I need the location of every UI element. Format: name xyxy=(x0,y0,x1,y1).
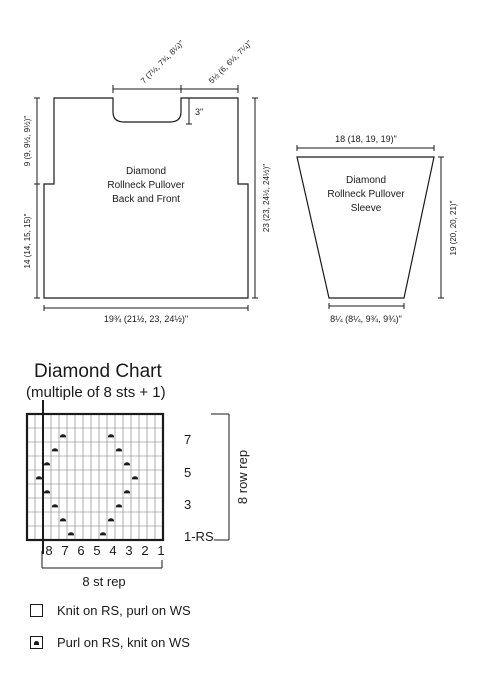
body-piece-name-line3: Back and Front xyxy=(112,194,180,205)
purl-stitch-mark xyxy=(107,434,115,438)
sleeve-top-label: 18 (18, 19, 19)" xyxy=(335,134,397,144)
body-width-label: 19¾ (21½, 23, 24½)" xyxy=(104,314,188,324)
purl-stitch-mark xyxy=(115,448,123,452)
purl-stitch-mark xyxy=(51,504,59,508)
stitch-number-label: 4 xyxy=(109,543,116,558)
body-piece-outline xyxy=(43,97,249,299)
sleeve-name-line2: Rollneck Pullover xyxy=(327,189,405,200)
sleeve-cuff-label: 8¼ (8¼, 9¾, 9¾)" xyxy=(330,314,402,324)
row-label-7: 7 xyxy=(184,432,191,447)
purl-stitch-mark xyxy=(59,518,67,522)
row-label-3: 3 xyxy=(184,497,191,512)
purl-stitch-mark xyxy=(99,532,107,536)
purl-stitch-mark xyxy=(123,490,131,494)
total-length-dimension: 23 (23, 24½, 24½)" xyxy=(252,97,271,299)
diamond-chart-grid xyxy=(25,400,165,554)
chart-subtitle: (multiple of 8 sts + 1) xyxy=(26,384,166,401)
stitch-repeat-bracket: 8 st rep xyxy=(41,551,163,589)
row-repeat-bracket: 8 row rep xyxy=(211,413,250,541)
side-length-dimension: 14 (14, 15, 15)" xyxy=(23,184,40,299)
stitch-number-label: 7 xyxy=(61,543,68,558)
body-piece-name-line2: Rollneck Pullover xyxy=(107,180,185,191)
sleeve-outline xyxy=(296,156,435,299)
stitch-number-label: 2 xyxy=(141,543,148,558)
sleeve-name-line1: Diamond xyxy=(346,175,386,186)
purl-stitch-mark xyxy=(43,490,51,494)
neck-width-dimension: 7 (7½, 7¾, 8¼)" xyxy=(112,39,186,93)
row-label-1-rs: 1-RS xyxy=(184,529,214,544)
total-length-label: 23 (23, 24½, 24½)" xyxy=(262,164,271,232)
sleeve-top-dimension: 18 (18, 19, 19)" xyxy=(296,134,435,151)
neck-depth-label: 3" xyxy=(195,107,203,117)
purl-stitch-mark xyxy=(43,462,51,466)
stitch-number-label: 3 xyxy=(125,543,132,558)
sleeve-name-line3: Sleeve xyxy=(351,203,382,214)
legend-purl: Purl on RS, knit on WS xyxy=(30,635,190,650)
purl-stitch-mark xyxy=(131,476,139,480)
purl-stitch-mark xyxy=(107,518,115,522)
shoulder-width-dimension: 5½ (6, 6½, 7¼)" xyxy=(181,39,254,93)
legend-knit: Knit on RS, purl on WS xyxy=(30,603,191,618)
side-length-label: 14 (14, 15, 15)" xyxy=(23,213,32,268)
purl-stitch-mark xyxy=(115,504,123,508)
shoulder-width-label: 5½ (6, 6½, 7¼)" xyxy=(207,39,254,86)
neck-width-label: 7 (7½, 7¾, 8¼)" xyxy=(139,39,186,86)
body-width-dimension: 19¾ (21½, 23, 24½)" xyxy=(43,305,249,324)
purl-symbol-icon xyxy=(30,636,43,649)
stitch-repeat-label: 8 st rep xyxy=(82,574,125,589)
stitch-number-label: 8 xyxy=(45,543,52,558)
purl-stitch-mark xyxy=(123,462,131,466)
purl-stitch-mark xyxy=(59,434,67,438)
stitch-number-label: 1 xyxy=(157,543,164,558)
sleeve-cuff-dimension: 8¼ (8¼, 9¾, 9¾)" xyxy=(328,303,405,324)
sleeve-length-label: 19 (20, 20, 21)" xyxy=(449,200,458,255)
stitch-number-label: 6 xyxy=(77,543,84,558)
purl-stitch-mark xyxy=(35,476,43,480)
row-repeat-label: 8 row rep xyxy=(235,450,250,504)
purl-stitch-mark xyxy=(67,532,75,536)
body-piece-name-line1: Diamond xyxy=(126,166,166,177)
chart-title: Diamond Chart xyxy=(34,361,162,382)
armhole-depth-dimension: 9 (9, 9½, 9½)" xyxy=(23,97,40,185)
legend-knit-text: Knit on RS, purl on WS xyxy=(57,603,191,618)
armhole-depth-label: 9 (9, 9½, 9½)" xyxy=(23,116,32,167)
chart-border xyxy=(25,412,165,542)
knit-symbol-icon xyxy=(30,604,43,617)
stitch-number-label: 5 xyxy=(93,543,100,558)
row-label-5: 5 xyxy=(184,465,191,480)
neck-depth-dimension: 3" xyxy=(186,98,203,125)
diamond-chart-purl-marks xyxy=(35,434,139,536)
sleeve-length-dimension: 19 (20, 20, 21)" xyxy=(438,156,458,299)
legend-purl-text: Purl on RS, knit on WS xyxy=(57,635,190,650)
purl-stitch-mark xyxy=(51,448,59,452)
